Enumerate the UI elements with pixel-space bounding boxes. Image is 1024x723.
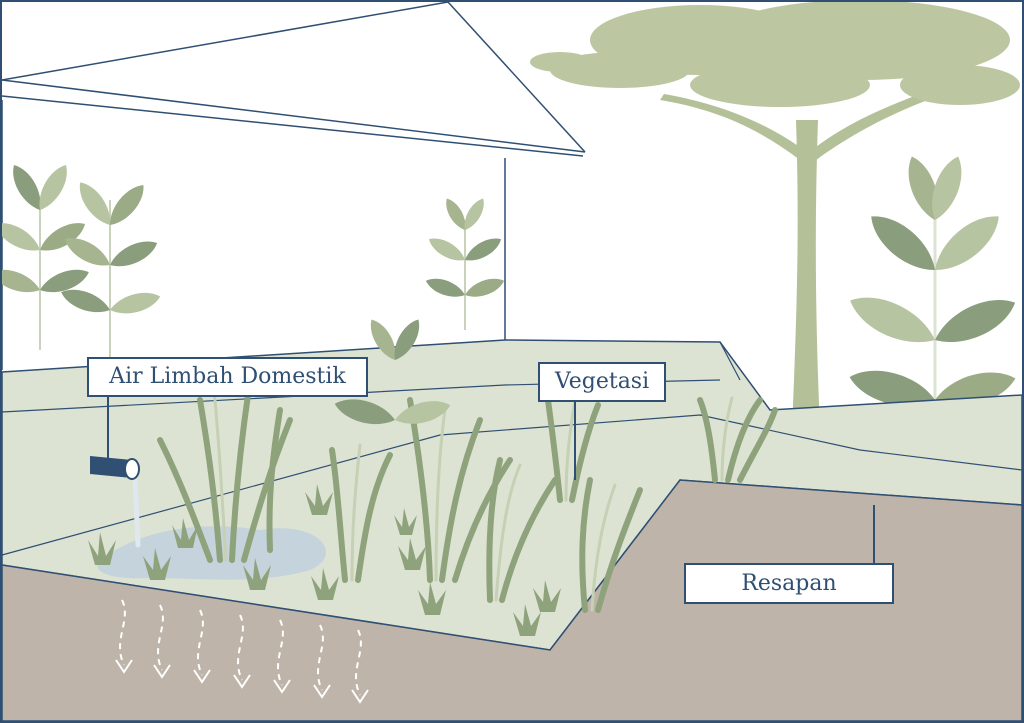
infiltration-arrow-icon xyxy=(115,599,369,704)
sprout-icon xyxy=(88,484,561,636)
leader-lines xyxy=(574,402,875,563)
label-infiltration: Resapan xyxy=(684,563,894,604)
tree-icon xyxy=(530,0,1020,430)
label-wastewater: Air Limbah Domestik xyxy=(87,357,368,397)
label-vegetation: Vegetasi xyxy=(538,362,666,402)
